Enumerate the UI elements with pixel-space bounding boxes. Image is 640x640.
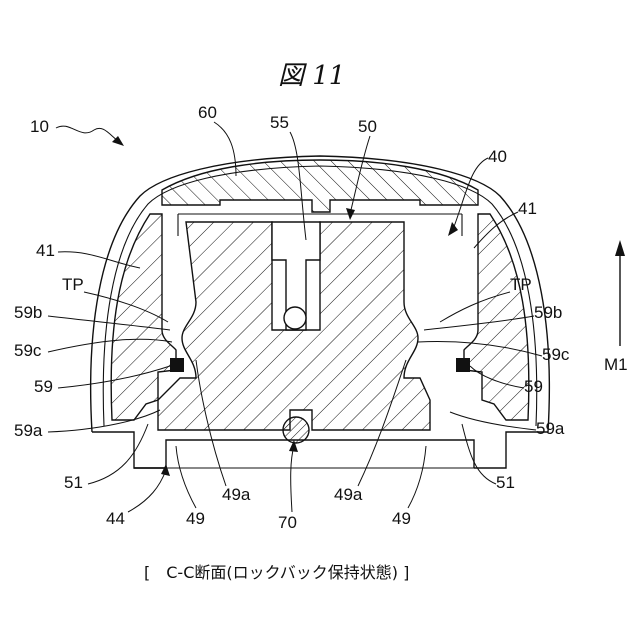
label-70: 70	[278, 513, 297, 532]
arrow-44	[161, 464, 170, 476]
lock-59-left	[170, 358, 184, 372]
hole-circle	[284, 307, 306, 329]
label-59c-left: 59c	[14, 341, 42, 360]
label-10: 10	[30, 117, 49, 136]
leader-70	[291, 446, 294, 512]
label-59c-right: 59c	[542, 345, 570, 364]
pin-70	[283, 417, 309, 443]
figure-caption: [ C-C断面(ロックバック保持状態) ]	[144, 563, 409, 582]
label-49-right: 49	[392, 509, 411, 528]
label-59a-left: 59a	[14, 421, 43, 440]
arrow-40	[448, 222, 458, 236]
right-arm-41	[464, 214, 529, 420]
label-41-left: 41	[36, 241, 55, 260]
leader-51-left	[88, 424, 148, 484]
leader-10	[56, 126, 122, 144]
label-49a-left: 49a	[222, 485, 251, 504]
left-arm-41	[111, 214, 176, 420]
label-59-left: 59	[34, 377, 53, 396]
label-44: 44	[106, 509, 125, 528]
label-59b-left: 59b	[14, 303, 42, 322]
leader-49-right	[408, 446, 426, 508]
base-49	[134, 440, 474, 468]
label-51-left: 51	[64, 473, 83, 492]
leader-49-left	[176, 446, 196, 508]
label-m1: M1	[604, 355, 628, 374]
label-60: 60	[198, 103, 217, 122]
label-40: 40	[488, 147, 507, 166]
leader-44	[128, 470, 166, 512]
label-49-left: 49	[186, 509, 205, 528]
label-51-right: 51	[496, 473, 515, 492]
label-50: 50	[358, 117, 377, 136]
label-59-right: 59	[524, 377, 543, 396]
label-59b-right: 59b	[534, 303, 562, 322]
figure-title: 図 11	[278, 61, 345, 91]
label-55: 55	[270, 113, 289, 132]
label-49a-right: 49a	[334, 485, 363, 504]
label-59a-right: 59a	[536, 419, 565, 438]
outer-shell-bottom	[92, 432, 548, 468]
lock-59-right	[456, 358, 470, 372]
label-41-right: 41	[518, 199, 537, 218]
label-tp-right: TP	[510, 275, 532, 294]
leader-51-right	[462, 424, 496, 484]
m1-arrow-head	[615, 240, 625, 256]
label-tp-left: TP	[62, 275, 84, 294]
